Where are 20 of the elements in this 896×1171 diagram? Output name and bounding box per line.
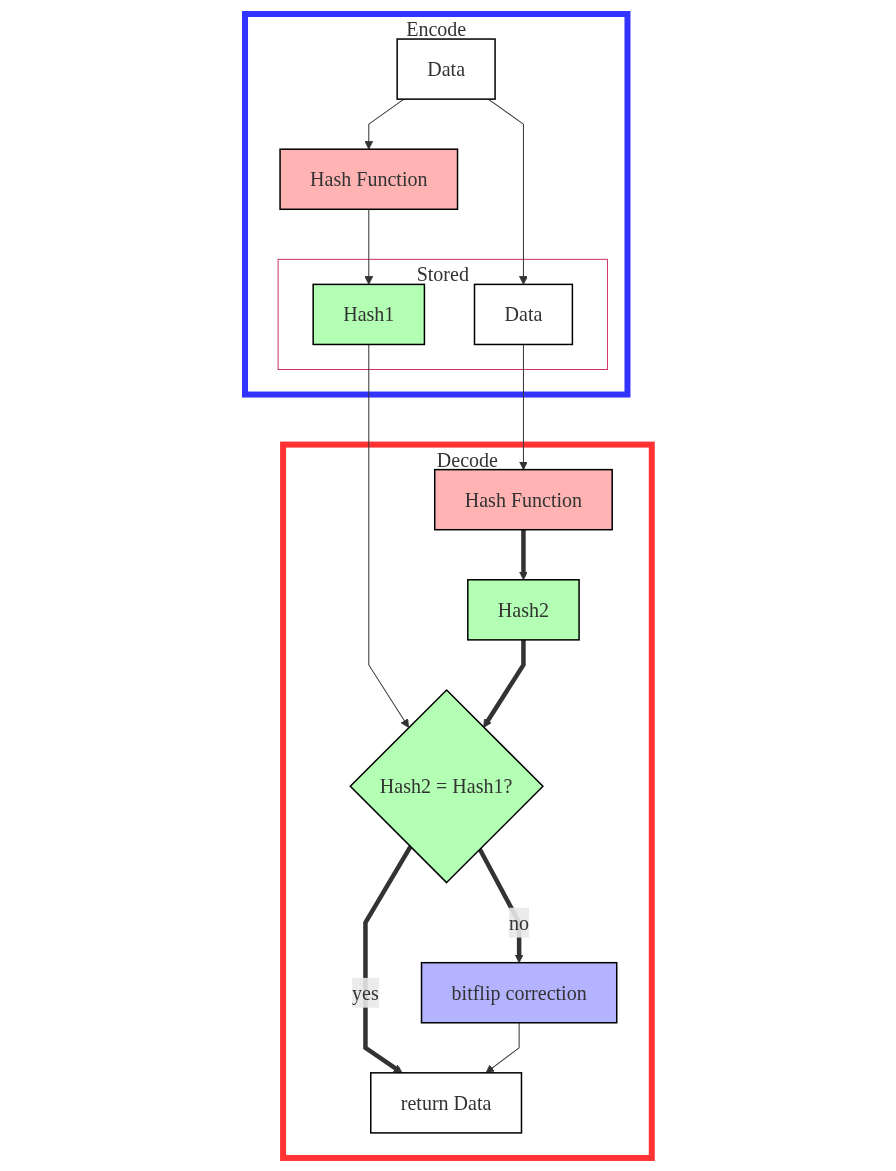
node-box: bitflip correction [420,961,618,1024]
node-box: return Data [369,1071,522,1134]
node-box: Hash Function [278,147,458,210]
arrow [518,343,528,470]
arrow [367,343,409,728]
edge-label: no [508,911,529,934]
node-box: Hash Function [433,468,613,530]
arrow [518,529,528,580]
node-diamond: Hash2 = Hash1? [348,688,544,884]
arrow [364,98,405,150]
node-box: Hash2 [466,578,580,641]
edge-label: yes [351,981,379,1004]
node-box: Hash1 [312,283,425,345]
arrow [487,98,528,285]
arrow [485,1021,520,1073]
node-box: Data [473,283,573,345]
arrow [364,208,373,285]
arrow [482,639,526,728]
node-box: Data [396,37,496,100]
arrow [362,845,412,1073]
